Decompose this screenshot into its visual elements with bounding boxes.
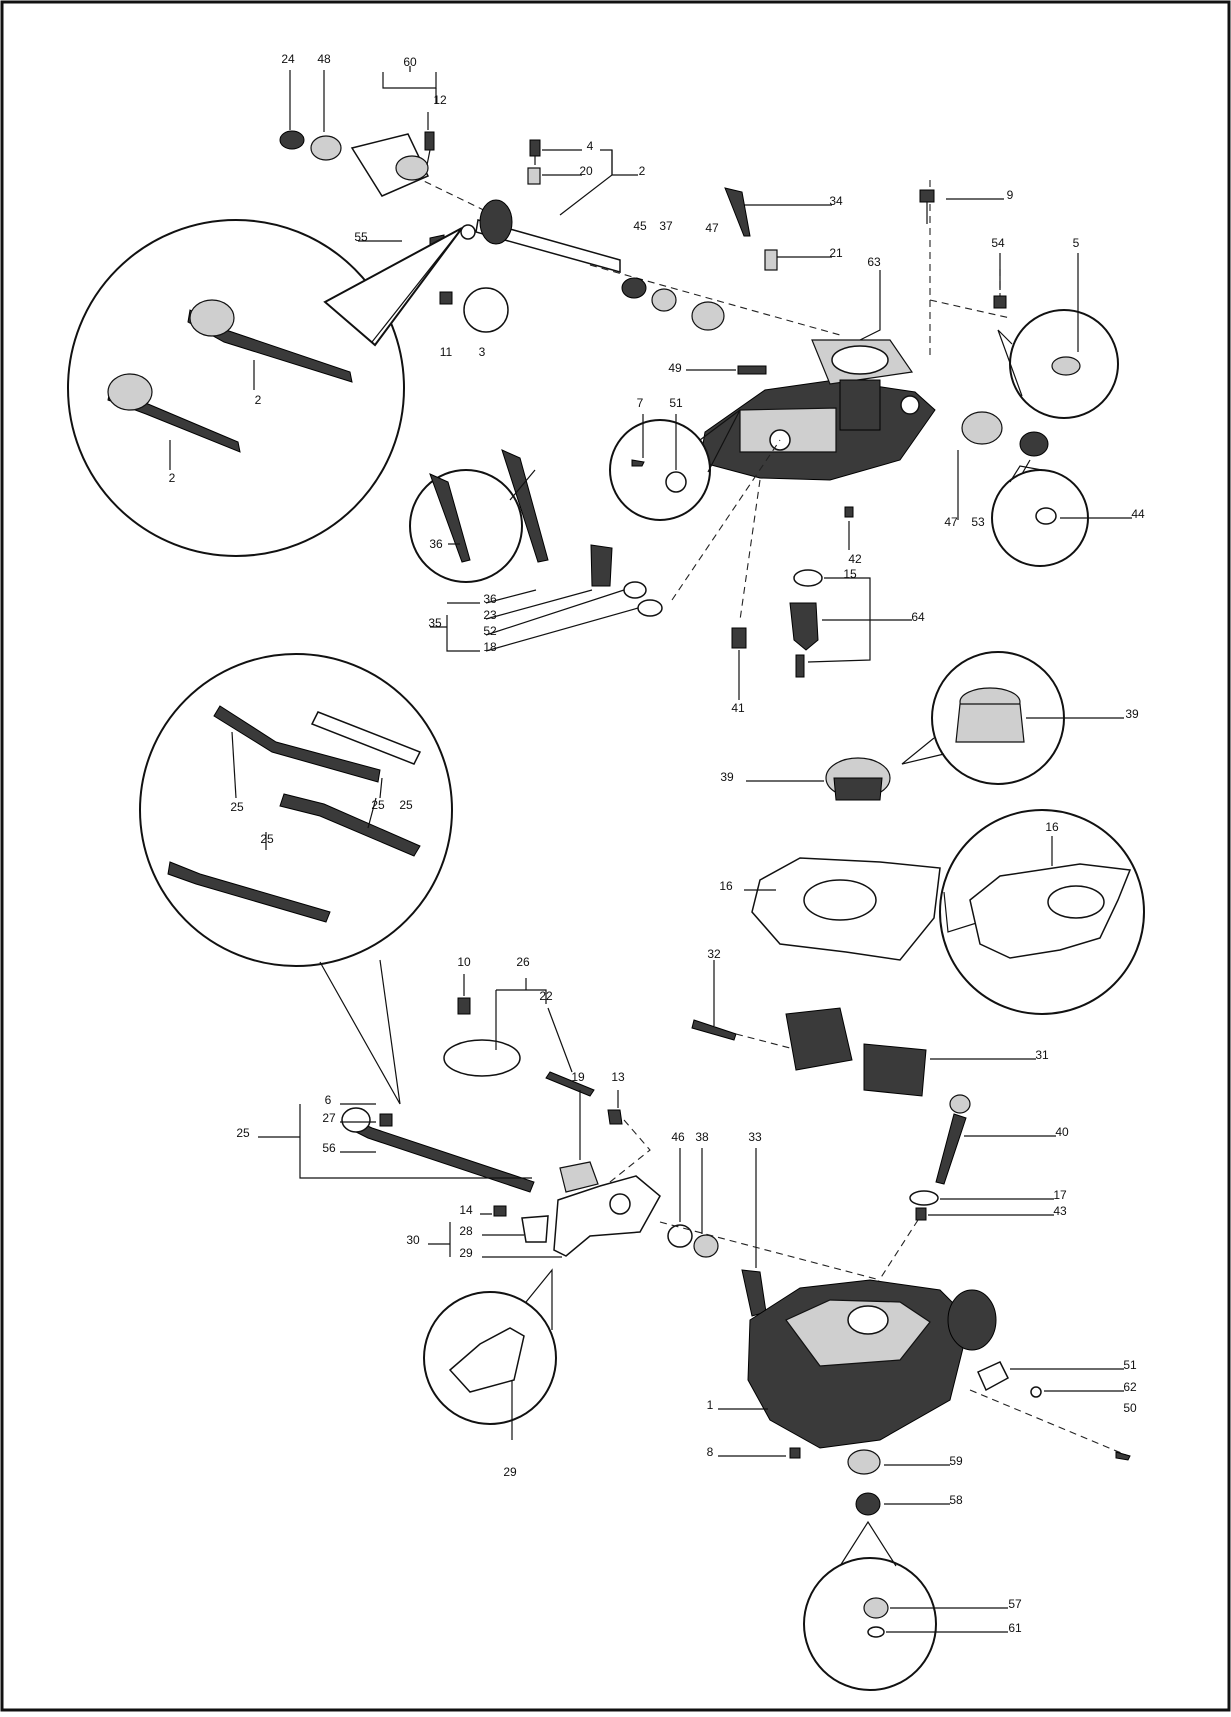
- part-number-label: 10: [457, 955, 471, 969]
- part-number-label: 32: [707, 947, 721, 961]
- part-number-label: 37: [659, 219, 673, 233]
- part-number-label: 39: [720, 770, 734, 784]
- part-number-label: 2: [169, 471, 176, 485]
- part-number-label: 19: [571, 1070, 585, 1084]
- part-number-label: 9: [1007, 188, 1014, 202]
- part-number-label: 16: [1045, 820, 1059, 834]
- part-number-label: 41: [731, 701, 745, 715]
- part-number-label: 31: [1035, 1048, 1049, 1062]
- part-number-label: 44: [1131, 507, 1145, 521]
- part-number-label: 60: [403, 55, 417, 69]
- part-number-label: 54: [991, 236, 1005, 250]
- part-number-label: 18: [483, 640, 497, 654]
- middle-assembly: [139, 653, 1145, 1193]
- part-number-label: 49: [668, 361, 682, 375]
- part-number-label: 29: [503, 1465, 517, 1479]
- part-number-label: 5: [1073, 236, 1080, 250]
- part-number-label: 25: [371, 798, 385, 812]
- part-number-label: 29: [459, 1246, 473, 1260]
- part-number-label: 34: [829, 194, 843, 208]
- part-number-label: 13: [611, 1070, 625, 1084]
- part-number-label: 50: [1123, 1401, 1137, 1415]
- part-number-label: 1: [707, 1398, 714, 1412]
- part-number-label: 63: [867, 255, 881, 269]
- part-number-label: 38: [695, 1130, 709, 1144]
- part-number-label: 28: [459, 1224, 473, 1238]
- part-number-label: 57: [1008, 1597, 1022, 1611]
- part-number-label: 40: [1055, 1125, 1069, 1139]
- part-number-label: 12: [433, 93, 447, 107]
- top-assembly: [67, 66, 1132, 801]
- part-number-label: 22: [539, 989, 553, 1003]
- part-number-label: 27: [322, 1111, 336, 1125]
- part-number-label: 51: [669, 396, 683, 410]
- bottom-assembly: [423, 1094, 1131, 1691]
- part-number-label: 35: [428, 616, 442, 630]
- part-number-label: 43: [1053, 1204, 1067, 1218]
- part-number-label: 45: [633, 219, 647, 233]
- part-number-label: 14: [459, 1203, 473, 1217]
- part-number-label: 53: [971, 515, 985, 529]
- part-number-label: 17: [1053, 1188, 1067, 1202]
- part-number-label: 15: [843, 567, 857, 581]
- part-number-label: 25: [260, 832, 274, 846]
- part-number-label: 48: [317, 52, 331, 66]
- part-number-label: 2: [255, 393, 262, 407]
- part-number-label: 52: [483, 624, 497, 638]
- part-number-label: 33: [748, 1130, 762, 1144]
- part-number-label: 11: [440, 345, 453, 359]
- part-number-label: 4: [587, 139, 594, 153]
- part-number-label: 25: [230, 800, 244, 814]
- part-number-label: 2: [639, 164, 646, 178]
- part-number-label: 6: [325, 1093, 332, 1107]
- part-number-label: 51: [1123, 1358, 1137, 1372]
- part-number-label: 46: [671, 1130, 685, 1144]
- part-number-label: 64: [911, 610, 925, 624]
- part-number-label: 24: [281, 52, 295, 66]
- part-number-label: 39: [1125, 707, 1139, 721]
- part-number-label: 30: [406, 1233, 420, 1247]
- part-number-label: 47: [944, 515, 958, 529]
- part-number-label: 3: [479, 345, 486, 359]
- part-number-label: 61: [1008, 1621, 1022, 1635]
- part-number-label: 8: [707, 1445, 714, 1459]
- part-number-label: 23: [483, 608, 497, 622]
- part-number-label: 47: [705, 221, 719, 235]
- part-number-label: 36: [429, 537, 443, 551]
- part-number-label: 25: [399, 798, 413, 812]
- part-number-label: 26: [516, 955, 530, 969]
- part-number-label: 36: [483, 592, 497, 606]
- part-number-label: 20: [579, 164, 593, 178]
- part-number-label: 58: [949, 1493, 963, 1507]
- part-number-label: 59: [949, 1454, 963, 1468]
- part-number-label: 62: [1123, 1380, 1137, 1394]
- part-number-label: 25: [236, 1126, 250, 1140]
- part-number-label: 7: [637, 396, 644, 410]
- throttle-body: [699, 339, 936, 481]
- part-number-label: 56: [322, 1141, 336, 1155]
- part-number-label: 55: [354, 230, 368, 244]
- part-number-label: 42: [848, 552, 862, 566]
- part-number-label: 21: [829, 246, 843, 260]
- part-number-label: 16: [719, 879, 733, 893]
